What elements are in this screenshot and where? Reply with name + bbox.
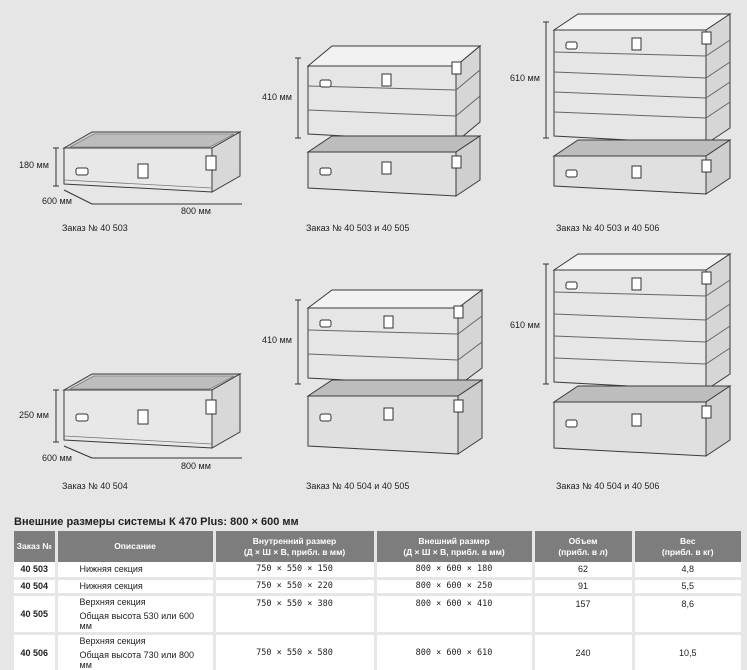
height-label-e: 410 мм xyxy=(262,335,292,345)
caption-c: Заказ № 40 503 и 40 506 xyxy=(556,223,660,233)
header-inner-line1: Внутренний размер xyxy=(252,536,337,547)
header-volume-line2: (прибл. в л) xyxy=(558,546,608,557)
cell-inner: 750 × 550 × 580 xyxy=(214,633,377,670)
cell-inner: 750 × 550 × 380 xyxy=(214,594,377,635)
cell-order: 40 503 xyxy=(14,562,58,580)
height-label-a: 180 мм xyxy=(19,160,49,170)
latch-icon xyxy=(137,163,149,179)
cell-description-main: Верхняя секция xyxy=(79,596,146,607)
header-volume-line1: Объем xyxy=(568,536,598,547)
case-open-tray-icon xyxy=(53,373,242,459)
cell-description-sub: Общая высота 730 или 800 мм xyxy=(79,649,194,670)
header-order: Заказ № xyxy=(14,531,58,562)
cell-order: 40 505 xyxy=(14,594,58,635)
header-outer-line1: Внешний размер xyxy=(418,536,490,547)
height-label-c: 610 мм xyxy=(510,73,540,83)
height-label-d: 250 мм xyxy=(19,410,49,420)
cell-weight: 5,5 xyxy=(633,578,741,596)
cell-description: Верхняя секция Общая высота 530 или 600 … xyxy=(56,594,216,635)
handle-icon xyxy=(75,167,89,176)
cell-description-sub: Общая высота 530 или 600 мм xyxy=(79,610,194,631)
width-label-a: 800 мм xyxy=(181,206,211,216)
case-stacked-icon xyxy=(295,289,484,455)
caption-a: Заказ № 40 503 xyxy=(62,223,128,233)
width-label-d: 800 мм xyxy=(181,461,211,471)
cell-volume: 157 xyxy=(533,594,635,635)
header-weight: Вес (прибл. в кг) xyxy=(633,531,741,562)
header-description: Описание xyxy=(56,531,216,562)
cell-order: 40 506 xyxy=(14,633,58,670)
cell-inner: 750 × 550 × 220 xyxy=(214,578,377,596)
table-row: 40 504 Нижняя секция 750 × 550 × 220 800… xyxy=(14,578,741,596)
cell-description: Нижняя секция xyxy=(56,578,216,596)
case-stacked-icon xyxy=(543,13,732,195)
table-title: Внешние размеры системы К 470 Plus: 800 … xyxy=(14,516,299,528)
cell-description: Нижняя секция xyxy=(56,562,216,580)
table-row: 40 505 Верхняя секция Общая высота 530 и… xyxy=(14,594,741,635)
cell-weight: 4,8 xyxy=(633,562,741,580)
header-volume: Объем (прибл. в л) xyxy=(533,531,635,562)
table-header-row: Заказ № Описание Внутренний размер (Д × … xyxy=(14,531,741,562)
header-inner: Внутренний размер (Д × Ш × В, прибл. в м… xyxy=(214,531,377,562)
cell-outer: 800 × 600 × 610 xyxy=(375,633,535,670)
case-open-tray-icon xyxy=(53,131,242,205)
height-label-f: 610 мм xyxy=(510,320,540,330)
table-row: 40 503 Нижняя секция 750 × 550 × 150 800… xyxy=(14,562,741,580)
caption-b: Заказ № 40 503 и 40 505 xyxy=(306,223,410,233)
cell-description-main: Верхняя секция xyxy=(79,635,146,646)
cell-volume: 91 xyxy=(533,578,635,596)
cell-weight: 8,6 xyxy=(633,594,741,635)
cell-volume: 62 xyxy=(533,562,635,580)
cell-description: Верхняя секция Общая высота 730 или 800 … xyxy=(56,633,216,670)
case-stacked-icon xyxy=(543,253,732,457)
case-stacked-icon xyxy=(295,44,482,197)
cell-inner: 750 × 550 × 150 xyxy=(214,562,377,580)
caption-d: Заказ № 40 504 xyxy=(62,481,128,491)
table-row: 40 506 Верхняя секция Общая высота 730 и… xyxy=(14,633,741,670)
cell-outer: 800 × 600 × 410 xyxy=(375,594,535,635)
cell-outer: 800 × 600 × 180 xyxy=(375,562,535,580)
header-weight-line2: (прибл. в кг) xyxy=(661,546,714,557)
cell-order: 40 504 xyxy=(14,578,58,596)
cell-weight: 10,5 xyxy=(633,633,741,670)
header-outer-line2: (Д × Ш × В, прибл. в мм) xyxy=(403,546,505,557)
depth-label-d: 600 мм xyxy=(42,453,72,463)
depth-label-a: 600 мм xyxy=(42,196,72,206)
cell-volume: 240 xyxy=(533,633,635,670)
header-inner-line2: (Д × Ш × В, прибл. в мм) xyxy=(243,546,346,557)
spec-table: Заказ № Описание Внутренний размер (Д × … xyxy=(14,531,741,670)
caption-f: Заказ № 40 504 и 40 506 xyxy=(556,481,660,491)
height-label-b: 410 мм xyxy=(262,92,292,102)
header-weight-line1: Вес xyxy=(680,536,696,547)
caption-e: Заказ № 40 504 и 40 505 xyxy=(306,481,410,491)
cell-outer: 800 × 600 × 250 xyxy=(375,578,535,596)
header-outer: Внешний размер (Д × Ш × В, прибл. в мм) xyxy=(375,531,535,562)
